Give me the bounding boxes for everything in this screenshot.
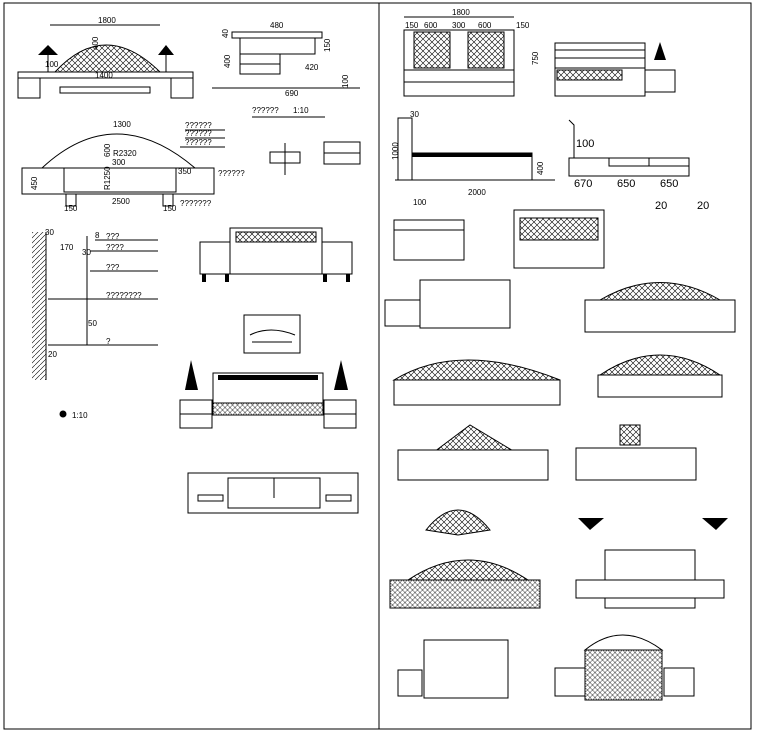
svg-text:600: 600 bbox=[424, 21, 438, 30]
headboard-front: 1800 150 600 300 600 150 750 bbox=[403, 8, 540, 97]
side-table-elevation: 480 40 400 150 420 100 690 bbox=[212, 21, 360, 98]
svg-text:2000: 2000 bbox=[468, 188, 486, 197]
wall-painting bbox=[243, 314, 301, 354]
svg-text:150: 150 bbox=[163, 204, 177, 213]
scale-note: ?????? 1:10 bbox=[252, 106, 325, 118]
svg-text:170: 170 bbox=[60, 243, 74, 252]
svg-text:20: 20 bbox=[48, 350, 57, 359]
svg-text:300: 300 bbox=[112, 158, 126, 167]
svg-text:150: 150 bbox=[323, 38, 332, 52]
svg-text:100: 100 bbox=[341, 74, 350, 88]
svg-text:100: 100 bbox=[45, 60, 59, 69]
bed-front-elevation: 1800 1400 100 400 bbox=[17, 16, 194, 99]
svg-text:1000: 1000 bbox=[391, 142, 400, 160]
svg-text:???: ??? bbox=[106, 232, 120, 241]
svg-text:30: 30 bbox=[82, 248, 91, 257]
svg-text:??????: ?????? bbox=[185, 129, 212, 138]
svg-text:1300: 1300 bbox=[113, 120, 131, 129]
svg-text:30: 30 bbox=[410, 110, 419, 119]
svg-text:650: 650 bbox=[617, 178, 635, 190]
svg-text:100: 100 bbox=[576, 138, 594, 150]
bed-elevation-upholstered bbox=[199, 227, 353, 282]
section-marker-icon bbox=[59, 410, 67, 418]
bed-side-elevation: 30 1000 400 2000 100 bbox=[391, 110, 555, 207]
svg-text:650: 650 bbox=[660, 178, 678, 190]
svg-text:670: 670 bbox=[574, 178, 592, 190]
svg-text:1800: 1800 bbox=[98, 16, 116, 25]
bed-elevation-with-lamps bbox=[179, 360, 357, 429]
lamp-icon bbox=[38, 45, 58, 55]
svg-text:1:10: 1:10 bbox=[72, 411, 88, 420]
svg-text:750: 750 bbox=[531, 51, 540, 65]
svg-text:R2320: R2320 bbox=[113, 149, 137, 158]
svg-text:30: 30 bbox=[45, 228, 54, 237]
svg-text:???: ??? bbox=[106, 263, 120, 272]
svg-text:R1250: R1250 bbox=[103, 166, 112, 190]
svg-text:1:10: 1:10 bbox=[293, 106, 309, 115]
svg-text:40: 40 bbox=[221, 29, 230, 38]
svg-text:400: 400 bbox=[223, 54, 232, 68]
bed-plan-side: 100 670 650 650 20 20 bbox=[568, 119, 709, 212]
svg-text:??????: ?????? bbox=[218, 169, 245, 178]
svg-text:350: 350 bbox=[178, 167, 192, 176]
bed-arch-elevation: 1300 600 R2320 300 350 450 R1250 2500 15… bbox=[21, 120, 245, 213]
lamp-icon bbox=[158, 45, 174, 55]
svg-text:2500: 2500 bbox=[112, 197, 130, 206]
section-detail: 30 170 8 30 50 20 ??? ???? ??? ???????? … bbox=[32, 228, 158, 420]
bed-elevation-panel bbox=[187, 472, 359, 514]
svg-text:???????: ??????? bbox=[180, 199, 212, 208]
svg-text:690: 690 bbox=[285, 89, 299, 98]
svg-text:600: 600 bbox=[478, 21, 492, 30]
svg-text:150: 150 bbox=[64, 204, 78, 213]
svg-text:600: 600 bbox=[103, 143, 112, 157]
svg-text:480: 480 bbox=[270, 21, 284, 30]
svg-text:300: 300 bbox=[452, 21, 466, 30]
svg-text:420: 420 bbox=[305, 63, 319, 72]
svg-text:100: 100 bbox=[413, 198, 427, 207]
svg-text:?: ? bbox=[106, 337, 111, 346]
svg-text:??????: ?????? bbox=[252, 106, 279, 115]
svg-text:50: 50 bbox=[88, 319, 97, 328]
svg-text:??????: ?????? bbox=[185, 138, 212, 147]
svg-text:????????: ???????? bbox=[106, 291, 142, 300]
svg-text:450: 450 bbox=[30, 176, 39, 190]
svg-text:8: 8 bbox=[95, 231, 100, 240]
svg-text:150: 150 bbox=[405, 21, 419, 30]
nightstand-small bbox=[269, 141, 361, 175]
bed-with-nightstand bbox=[554, 42, 676, 97]
svg-text:??????: ?????? bbox=[185, 121, 212, 130]
svg-text:150: 150 bbox=[516, 21, 530, 30]
svg-text:1400: 1400 bbox=[95, 71, 113, 80]
svg-text:20: 20 bbox=[655, 200, 667, 212]
svg-text:????: ???? bbox=[106, 243, 124, 252]
svg-text:20: 20 bbox=[697, 200, 709, 212]
sheet-border bbox=[3, 2, 752, 730]
svg-text:400: 400 bbox=[536, 161, 545, 175]
svg-text:1800: 1800 bbox=[452, 8, 470, 17]
svg-text:400: 400 bbox=[91, 36, 100, 50]
bed-elevation-gallery bbox=[384, 209, 736, 701]
